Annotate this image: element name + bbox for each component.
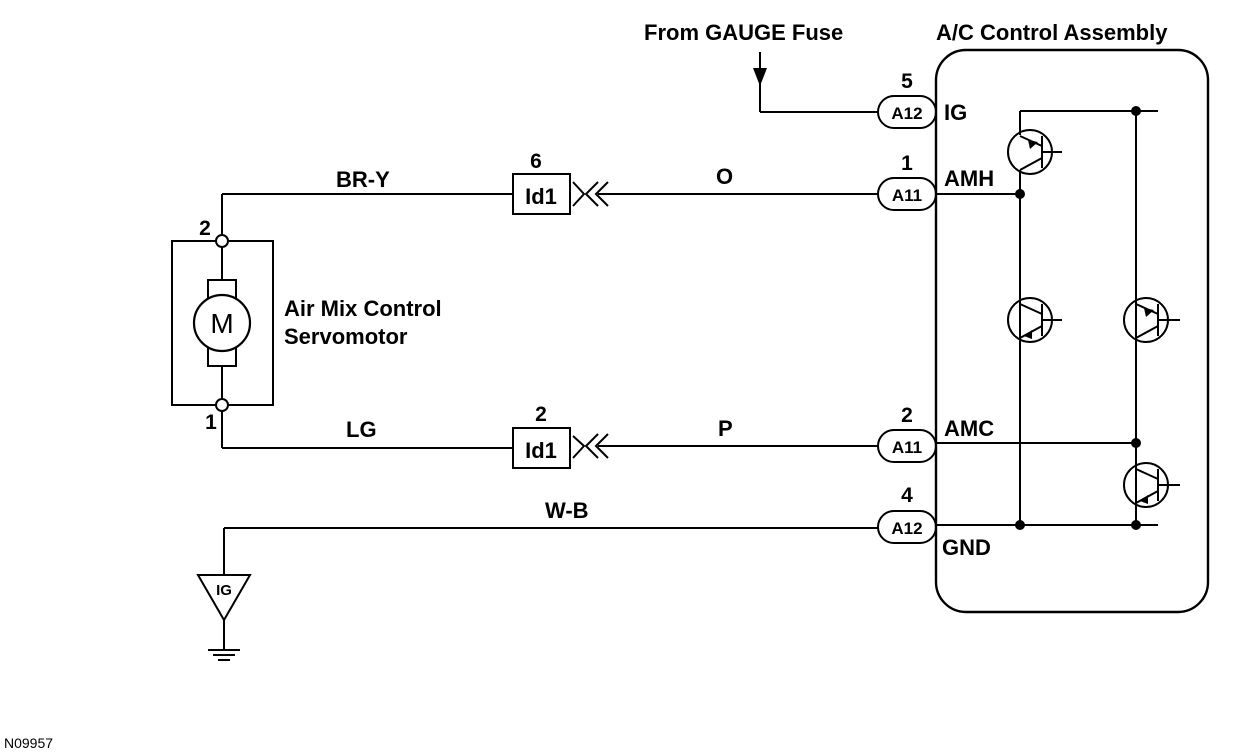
- connector-a12-gnd: A12 4: [877, 484, 937, 544]
- terminal-gnd: GND: [942, 535, 991, 560]
- wire-label-lg: LG: [346, 417, 377, 442]
- transistor-q3: [1123, 297, 1180, 343]
- servomotor: [171, 234, 274, 412]
- servo-pin-2: 2: [199, 217, 211, 240]
- terminal-amh: AMH: [944, 166, 994, 191]
- junction-id1-top: Id1: [525, 184, 557, 209]
- connector-a11-amc-label: A11: [892, 438, 922, 457]
- wire-label-br-y: BR-Y: [336, 167, 390, 192]
- transistor-q4: [1123, 462, 1180, 508]
- pin-5: 5: [901, 70, 913, 93]
- connector-a11-amh: A11 1: [877, 152, 937, 211]
- pin-2: 2: [901, 404, 913, 427]
- wire-amh-path: [221, 173, 878, 236]
- figure-code: N09957: [4, 735, 53, 751]
- terminal-ig: IG: [944, 100, 967, 125]
- junction-id1-bottom: Id1: [525, 438, 557, 463]
- connector-a12-gnd-label: A12: [891, 519, 922, 538]
- assembly-title: A/C Control Assembly: [936, 20, 1168, 45]
- transistor-bridge: [936, 106, 1180, 530]
- connector-a11-amc: A11 2: [877, 404, 937, 463]
- transistor-q2: [1007, 297, 1062, 343]
- junction-pin-2: 2: [535, 403, 547, 426]
- connector-a11-amh-label: A11: [892, 186, 922, 205]
- connector-a12-ig: A12 5: [877, 70, 937, 129]
- wire-label-p: P: [718, 416, 733, 441]
- servo-label-line2: Servomotor: [284, 324, 408, 349]
- wire-amc-path: [221, 410, 878, 469]
- transistor-q1: [1007, 129, 1062, 175]
- wire-label-o: O: [716, 164, 733, 189]
- motor-symbol: M: [210, 308, 233, 339]
- assembly-box: [934, 48, 1210, 614]
- pin-4: 4: [901, 484, 913, 507]
- connector-a12-ig-label: A12: [891, 104, 922, 123]
- fuse-feed-wire: [753, 52, 878, 113]
- servo-pin-1: 1: [205, 411, 217, 434]
- ground-point-label: IG: [216, 582, 232, 599]
- terminal-amc: AMC: [944, 416, 994, 441]
- servo-label-line1: Air Mix Control: [284, 296, 442, 321]
- wire-ground-path: [196, 527, 878, 661]
- wire-label-w-b: W-B: [545, 498, 589, 523]
- junction-pin-6: 6: [530, 150, 542, 173]
- pin-1: 1: [901, 152, 913, 175]
- fuse-source-label: From GAUGE Fuse: [644, 20, 843, 45]
